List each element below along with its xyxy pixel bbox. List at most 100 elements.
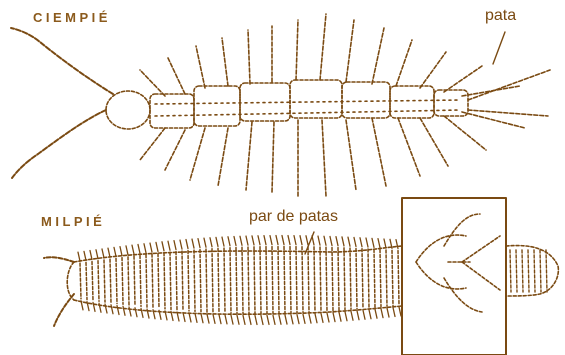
millipede-segment-line	[308, 247, 309, 312]
millipede-leg	[144, 244, 146, 253]
millipede-leg	[222, 237, 224, 246]
millipede-leg	[327, 313, 329, 322]
millipede-segment-line	[350, 248, 351, 309]
millipede-leg	[192, 239, 194, 248]
millipede-tail-segment-line	[522, 250, 523, 292]
millipede-segment-line	[284, 247, 285, 313]
millipede-segment-line	[164, 253, 165, 309]
millipede-leg	[303, 314, 305, 323]
millipede-leg	[219, 315, 221, 324]
millipede-segment-line	[218, 248, 219, 312]
millipede-leg	[318, 236, 320, 245]
millipede-leg	[354, 237, 356, 246]
leg-pointer-line	[493, 32, 505, 64]
millipede-segment-line	[122, 258, 123, 305]
millipede-leg	[324, 236, 326, 245]
millipede-segment-line	[278, 247, 279, 314]
millipede-tail-segment-line	[516, 250, 517, 292]
millipede-segment-line	[182, 251, 183, 310]
detail-inset-frame	[402, 198, 506, 355]
millipede-segment-line	[134, 256, 135, 306]
millipede-leg	[336, 237, 338, 246]
millipede-leg	[168, 241, 170, 250]
millipede-leg	[384, 239, 386, 248]
millipede-leg	[150, 243, 152, 252]
millipede-title: MILPIÉ	[41, 215, 105, 228]
millipede-leg	[198, 239, 200, 248]
millipede-leg	[249, 315, 251, 324]
millipede-segment-line	[158, 253, 159, 308]
millipede-leg	[261, 315, 263, 324]
leg-pair-label: par de patas	[249, 209, 338, 225]
millipede-leg	[231, 315, 233, 324]
millipede-segment-line	[314, 247, 315, 312]
millipede-leg	[363, 310, 365, 319]
millipede-leg	[288, 236, 290, 245]
millipede-leg	[366, 238, 368, 247]
centipede-drawing	[11, 14, 550, 196]
millipede-segment-line	[80, 263, 81, 299]
millipede-leg	[234, 237, 236, 246]
millipede-leg	[246, 236, 248, 245]
millipede-leg	[351, 311, 353, 320]
centipede-title: CIEMPIÉ	[33, 11, 111, 24]
millipede-segment-line	[176, 252, 177, 310]
millipede-segment-line	[356, 248, 357, 308]
millipede-segment-line	[194, 250, 195, 311]
millipede-leg	[375, 309, 377, 318]
millipede-segment-line	[326, 247, 327, 311]
millipede-segment-line	[386, 250, 387, 306]
millipede-segment-line	[320, 247, 321, 311]
millipede-segment-line	[206, 249, 207, 312]
millipede-segment-line	[398, 251, 399, 305]
millipede-leg	[213, 314, 215, 323]
millipede-leg	[180, 240, 182, 249]
millipede-leg	[255, 315, 257, 324]
millipede-segment-line	[344, 248, 345, 310]
centipede-antenna-left	[11, 28, 113, 178]
millipede-tail-segment-line	[546, 250, 547, 292]
millipede-segment-line	[290, 247, 291, 313]
millipede-segment-line	[362, 249, 363, 309]
millipede-segment-line	[200, 250, 201, 312]
millipede-leg	[345, 312, 347, 321]
millipede-leg	[120, 247, 122, 256]
millipede-leg	[282, 236, 284, 245]
millipede-leg	[330, 236, 332, 245]
millipede-leg	[273, 315, 275, 324]
millipede-leg	[279, 315, 281, 324]
millipede-tail-segments	[510, 250, 547, 292]
millipede-leg	[297, 315, 299, 324]
millipede-segment-line	[230, 248, 231, 313]
millipede-leg	[381, 309, 383, 318]
millipede-segment-line	[110, 259, 111, 303]
millipede-leg	[156, 242, 158, 251]
millipede-leg	[189, 313, 191, 322]
millipede-legs	[78, 236, 401, 325]
millipede-tail-segment-line	[540, 250, 541, 292]
millipede-leg	[162, 242, 164, 251]
millipede-segment-line	[242, 247, 243, 313]
millipede-segment-line	[338, 248, 339, 310]
millipede-leg	[102, 249, 104, 258]
millipede-segment-line	[152, 254, 153, 308]
millipede-leg	[342, 237, 344, 246]
millipede-segments	[80, 247, 399, 314]
millipede-leg	[270, 236, 272, 245]
millipede-leg	[96, 250, 98, 259]
millipede-leg	[111, 305, 113, 314]
millipede-leg	[123, 306, 125, 315]
millipede-leg	[186, 240, 188, 249]
millipede-segment-line	[266, 247, 267, 314]
millipede-leg	[339, 312, 341, 321]
millipede-segment-line	[272, 247, 273, 314]
millipede-leg	[132, 245, 134, 254]
millipede-segment-line	[254, 247, 255, 314]
detail-inset-legs	[416, 214, 500, 312]
millipede-leg	[369, 310, 371, 319]
millipede-leg	[267, 315, 269, 324]
millipede-segment-line	[140, 255, 141, 306]
millipede-tail-segment-line	[510, 250, 511, 292]
